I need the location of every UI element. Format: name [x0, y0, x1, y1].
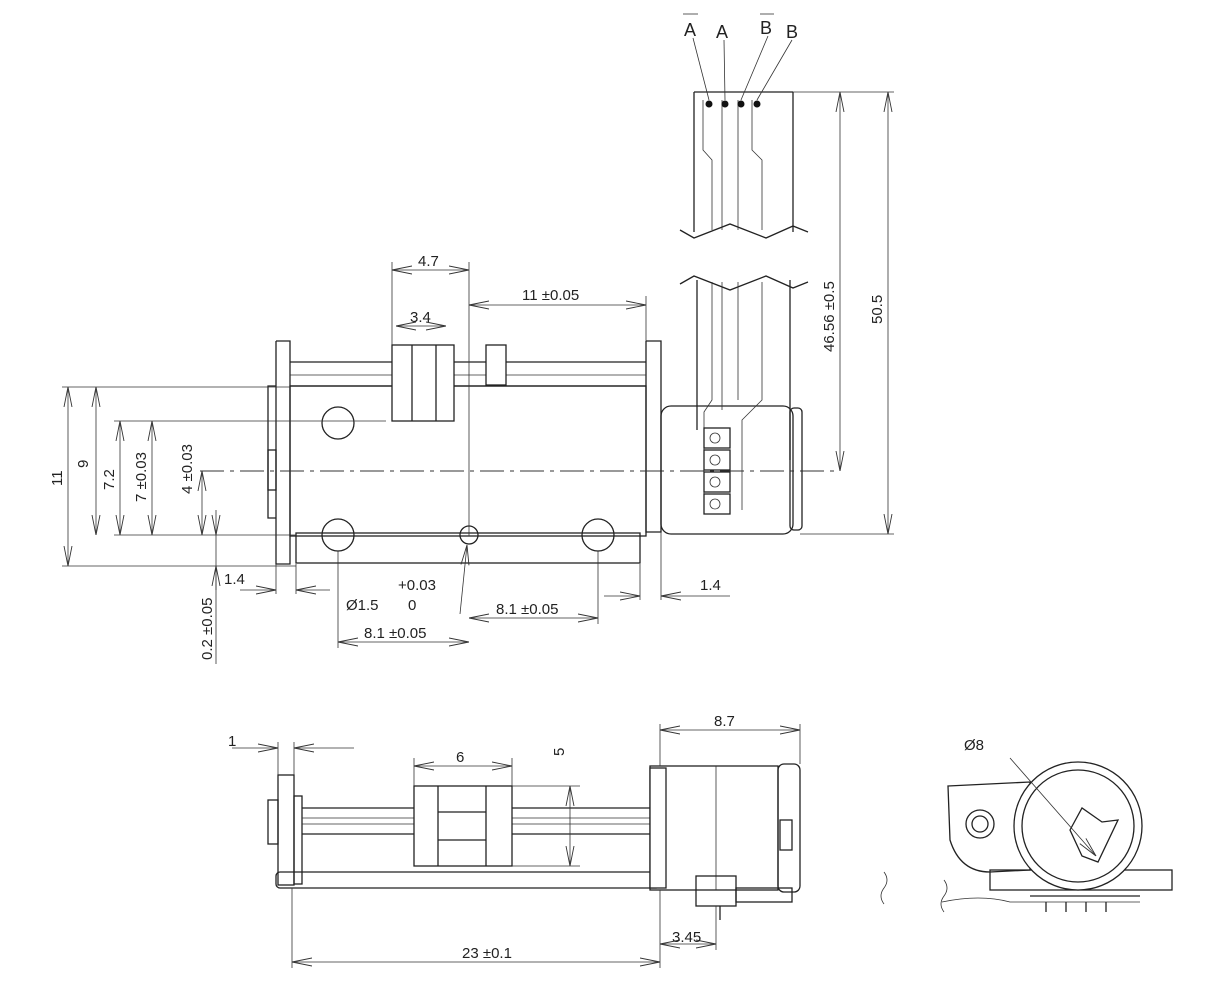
- mounting-hole-4: [581, 518, 615, 552]
- side-end-plate: [277, 774, 295, 886]
- pin-label-b-bar: B: [760, 18, 772, 38]
- nut-carriage: [391, 344, 455, 422]
- dim-23: 23 ±0.1: [462, 945, 512, 962]
- rod-clip: [485, 344, 507, 386]
- top-view-dimensions: [62, 91, 894, 664]
- dim-7: 7 ±0.03: [133, 452, 150, 502]
- dim-4-7: 4.7: [418, 253, 439, 270]
- side-carriage: [413, 785, 513, 867]
- side-base: [275, 871, 661, 889]
- dim-9: 9: [75, 460, 92, 468]
- dim-1-4-right: 1.4: [700, 577, 721, 594]
- pin-label-b: B: [786, 22, 798, 42]
- pin-label-a: A: [716, 22, 728, 42]
- dim-50-5: 50.5: [869, 295, 886, 324]
- cable-contacts: [703, 427, 731, 515]
- side-view-dimensions: [232, 724, 801, 968]
- dim-3-4: 3.4: [410, 309, 431, 326]
- side-view: [267, 763, 801, 920]
- side-motor: [649, 765, 779, 891]
- dim-3-45: 3.45: [672, 929, 701, 946]
- dim-1-4-left: 1.4: [224, 571, 245, 588]
- dim-0-2: 0.2 ±0.05: [199, 598, 216, 660]
- end-bracket: [947, 781, 1031, 873]
- dim-6: 6: [456, 749, 464, 766]
- dim-1: 1: [228, 733, 236, 750]
- dim-8-1-right: 8.1 ±0.05: [496, 601, 558, 618]
- mounting-hole-2: [321, 518, 355, 552]
- right-end-plate: [645, 340, 662, 533]
- top-view: [200, 35, 840, 565]
- fpc-cable: [693, 91, 794, 460]
- dim-46-56: 46.56 ±0.5: [821, 281, 838, 352]
- dim-11: 11 ±0.05: [522, 287, 579, 304]
- pin-labels: A A B B: [683, 13, 798, 42]
- dim-4: 4 ±0.03: [179, 444, 196, 494]
- dim-dia-1-5: Ø1.5: [346, 597, 379, 614]
- pin-label-a-bar: A: [684, 20, 696, 40]
- dim-8-7: 8.7: [714, 713, 735, 730]
- motor-housing: [660, 405, 794, 535]
- dimension-labels: 4.7 3.4 11 ±0.05 46.56 ±0.5 50.5 11 9 7.…: [49, 253, 984, 962]
- dim-tol-zero: 0: [408, 597, 416, 614]
- dim-dia-8: Ø8: [964, 737, 984, 754]
- mounting-hole-1: [321, 406, 355, 440]
- dim-8-1-left: 8.1 ±0.05: [364, 625, 426, 642]
- end-view: [880, 757, 1173, 913]
- left-end-plate: [267, 340, 291, 565]
- dim-7-2: 7.2: [101, 469, 118, 490]
- motor-end-circle: [1013, 761, 1143, 891]
- dim-tol-plus: +0.03: [398, 577, 436, 594]
- dim-5: 5: [551, 748, 568, 756]
- dim-11-height: 11: [49, 470, 66, 486]
